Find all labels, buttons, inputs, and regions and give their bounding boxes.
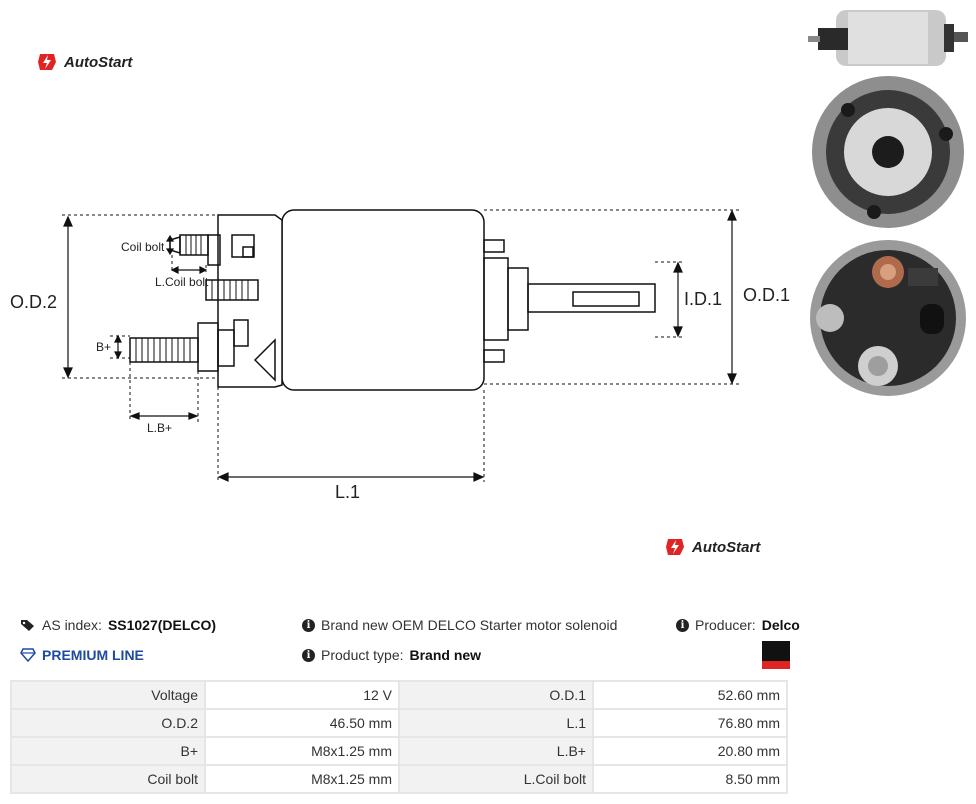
- info-icon: i: [302, 618, 315, 632]
- brand-logo-secondary: AutoStart: [664, 537, 760, 557]
- producer-value: Delco: [761, 617, 800, 633]
- label-coil-bolt: Coil bolt: [121, 240, 165, 254]
- specs-table: Voltage 12 V O.D.1 52.60 mm O.D.2 46.50 …: [10, 680, 788, 794]
- product-type-value: Brand new: [409, 647, 482, 663]
- spec-key: Voltage: [10, 680, 206, 710]
- spec-value: 12 V: [204, 680, 400, 710]
- description-text: Brand new OEM DELCO Starter motor soleno…: [321, 617, 618, 633]
- table-row: B+ M8x1.25 mm L.B+ 20.80 mm: [10, 736, 788, 766]
- premium-line: PREMIUM LINE: [20, 647, 144, 663]
- premium-line-label: PREMIUM LINE: [42, 647, 144, 663]
- brand-name: AutoStart: [692, 538, 761, 556]
- spec-value: M8x1.25 mm: [204, 764, 400, 794]
- spec-key: O.D.2: [10, 708, 206, 738]
- as-index: AS index: SS1027(DELCO): [20, 617, 216, 633]
- info-icon: i: [676, 618, 689, 632]
- brand-logo-icon: [38, 54, 56, 70]
- as-index-label: AS index:: [42, 617, 102, 633]
- spec-value: 20.80 mm: [592, 736, 788, 766]
- product-type: i Product type: Brand new: [302, 647, 481, 663]
- table-row: Coil bolt M8x1.25 mm L.Coil bolt 8.50 mm: [10, 764, 788, 794]
- spec-value: 46.50 mm: [204, 708, 400, 738]
- spec-key: L.Coil bolt: [398, 764, 594, 794]
- info-icon: i: [302, 648, 315, 662]
- spec-key: Coil bolt: [10, 764, 206, 794]
- product-photo-rear: [812, 76, 964, 228]
- description: i Brand new OEM DELCO Starter motor sole…: [302, 617, 617, 633]
- product-photo-side: [808, 10, 968, 66]
- producer-label: Producer:: [695, 617, 756, 633]
- as-index-value: SS1027(DELCO): [107, 617, 217, 633]
- label-od2: O.D.2: [10, 292, 57, 312]
- label-id1: I.D.1: [684, 289, 722, 309]
- table-row: O.D.2 46.50 mm L.1 76.80 mm: [10, 708, 788, 738]
- label-l1: L.1: [335, 482, 360, 500]
- spec-key: O.D.1: [398, 680, 594, 710]
- spec-value: 76.80 mm: [592, 708, 788, 738]
- producer: i Producer: Delco: [676, 617, 800, 633]
- table-row: Voltage 12 V O.D.1 52.60 mm: [10, 680, 788, 710]
- diamond-icon: [20, 648, 36, 662]
- solenoid-diagram: O.D.2 O.D.1 I.D.1 L.1 Coil bolt L.Coil b…: [10, 209, 790, 500]
- brand-logo-icon: [666, 539, 684, 555]
- spec-value: M8x1.25 mm: [204, 736, 400, 766]
- producer-flag: [762, 641, 790, 669]
- tag-icon: [21, 620, 34, 631]
- brand-logo: AutoStart: [36, 52, 132, 72]
- spec-key: L.B+: [398, 736, 594, 766]
- spec-key: L.1: [398, 708, 594, 738]
- product-photo-front: [810, 240, 966, 396]
- label-l-b-plus: L.B+: [147, 421, 172, 435]
- brand-name: AutoStart: [64, 53, 133, 71]
- spec-value: 8.50 mm: [592, 764, 788, 794]
- label-b-plus: B+: [96, 340, 111, 354]
- label-l-coil-bolt: L.Coil bolt: [155, 275, 209, 289]
- spec-key: B+: [10, 736, 206, 766]
- label-od1: O.D.1: [743, 285, 790, 305]
- product-type-label: Product type:: [321, 647, 404, 663]
- spec-value: 52.60 mm: [592, 680, 788, 710]
